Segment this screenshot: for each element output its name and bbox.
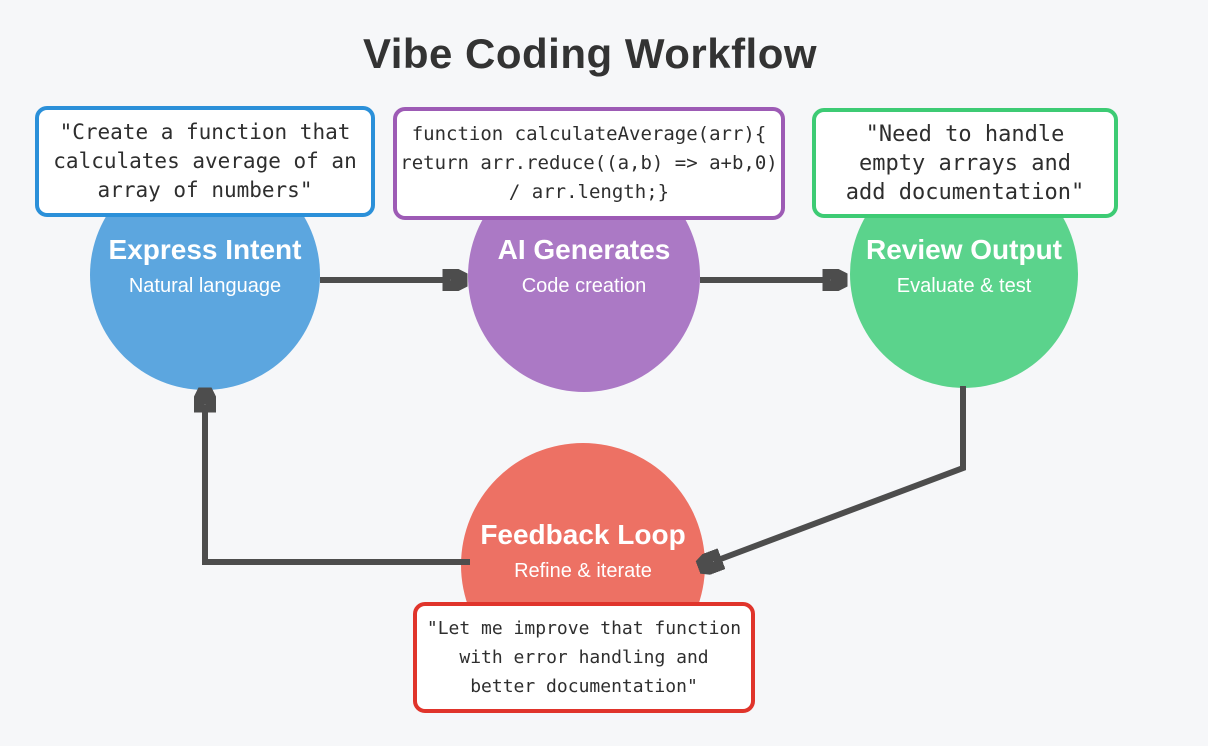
arrow-feedback-to-express (205, 409, 470, 565)
callout-text: "Need to handle empty arrays and add doc… (845, 121, 1085, 205)
node-subtitle: Code creation (521, 275, 647, 297)
node-subtitle: Evaluate & test (896, 275, 1032, 297)
node-subtitle: Refine & iterate (514, 560, 652, 582)
node-title: Feedback Loop (480, 519, 686, 550)
page-title: Vibe Coding Workflow (362, 30, 818, 77)
callout-review-output: "Need to handle empty arrays and add doc… (812, 108, 1118, 218)
callout-text: "Create a function that calculates avera… (53, 120, 357, 202)
callout-express-intent: "Create a function that calculates avera… (35, 106, 375, 217)
callout-feedback-loop: "Let me improve that function with error… (413, 602, 755, 713)
callout-ai-generates: function calculateAverage(arr){ return a… (393, 107, 785, 220)
arrow-review-to-feedback (718, 386, 966, 560)
node-title: Review Output (865, 234, 1062, 265)
node-title: Express Intent (108, 234, 302, 265)
node-subtitle: Natural language (128, 275, 282, 297)
node-title: AI Generates (497, 234, 671, 265)
callout-text: "Let me improve that function with error… (426, 618, 742, 697)
callout-text: function calculateAverage(arr){ return a… (400, 123, 778, 203)
